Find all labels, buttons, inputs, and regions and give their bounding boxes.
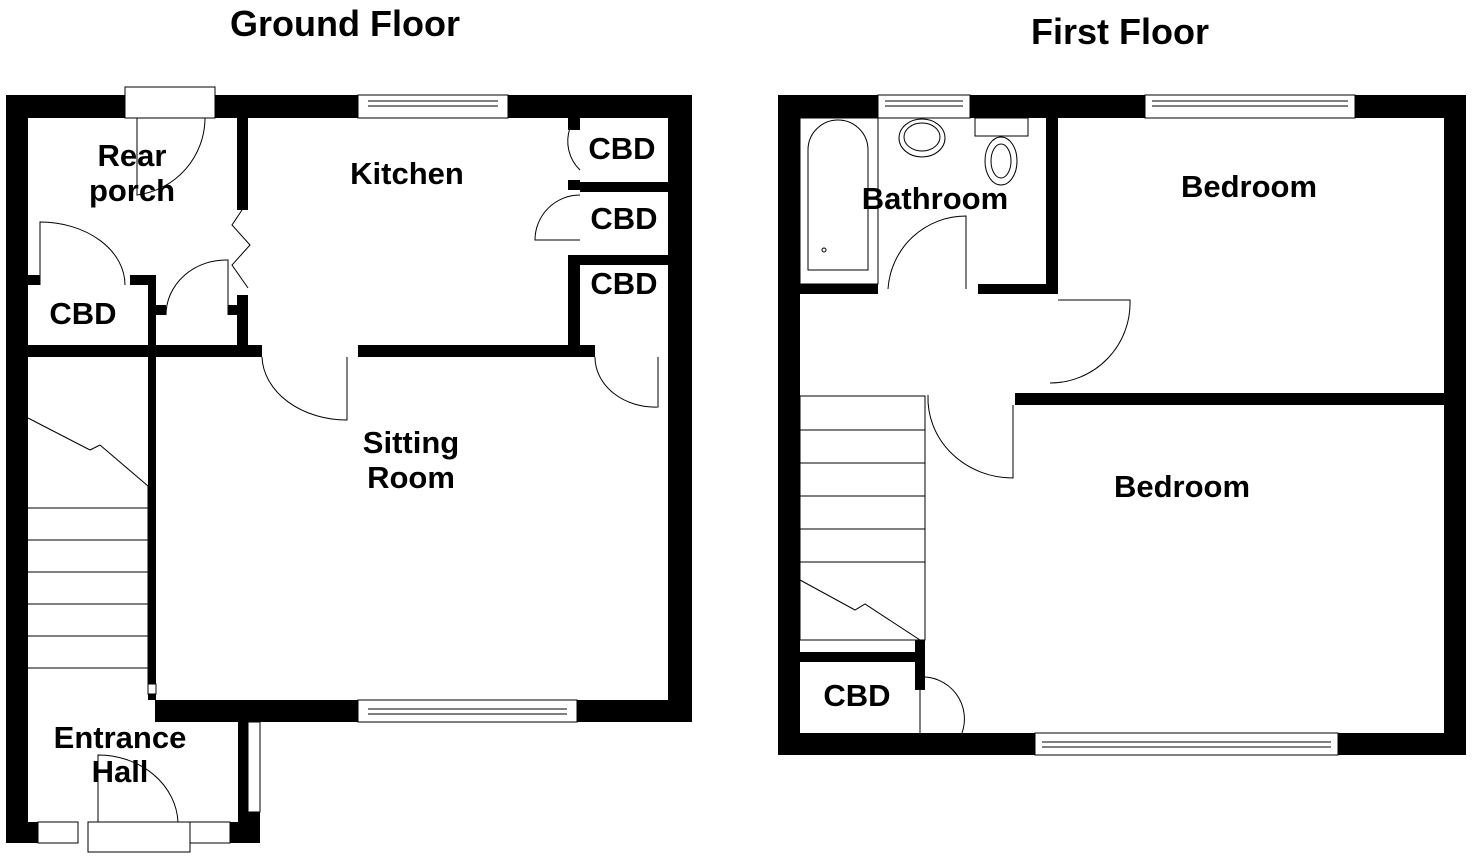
- ground-floor-plan: Rear porch Kitchen CBD CBD CBD CBD Sitti…: [6, 86, 692, 853]
- bathtub-icon: [799, 117, 879, 285]
- bedroom-1-label: Bedroom: [1181, 169, 1317, 204]
- first-floor-plan: Bathroom Bedroom Bedroom CBD: [778, 94, 1466, 756]
- kitchen-cbd-2-label: CBD: [590, 201, 657, 236]
- first-floor-cbd-label: CBD: [823, 678, 890, 713]
- first-floor-title: First Floor: [1031, 11, 1209, 52]
- sitting-room-label-2: Room: [367, 460, 455, 495]
- bathroom-label: Bathroom: [862, 181, 1008, 216]
- rear-porch-label-1: Rear: [98, 138, 167, 173]
- kitchen-cbd-1-label: CBD: [588, 131, 655, 166]
- first-staircase: [799, 395, 926, 641]
- sink-icon: [898, 118, 946, 158]
- rear-porch-label-2: porch: [89, 173, 175, 208]
- ground-staircase: [27, 417, 157, 695]
- kitchen-label: Kitchen: [350, 156, 464, 191]
- ground-floor-title: Ground Floor: [230, 3, 460, 44]
- sitting-room-label-1: Sitting: [363, 425, 459, 460]
- sitting-cbd-label: CBD: [590, 266, 657, 301]
- entrance-hall-label-1: Entrance: [54, 720, 187, 755]
- entrance-hall-label-2: Hall: [92, 754, 149, 789]
- toilet-icon: [974, 117, 1029, 186]
- bedroom-2-label: Bedroom: [1114, 469, 1250, 504]
- porch-cbd-label: CBD: [49, 296, 116, 331]
